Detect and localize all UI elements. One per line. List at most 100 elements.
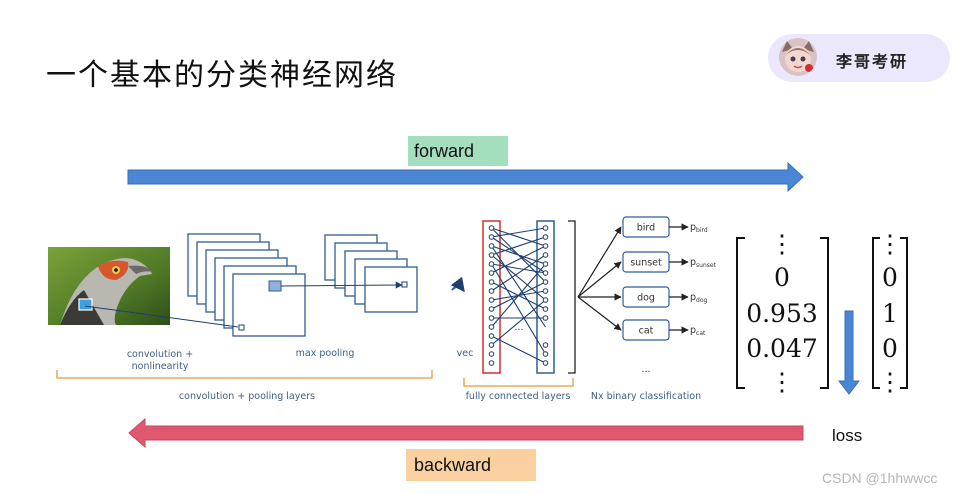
label-entry-3: 0 — [882, 334, 898, 363]
fc-neuron — [542, 225, 549, 231]
class-cat-probability: pcat — [690, 325, 706, 337]
forward-label: forward — [408, 136, 508, 166]
loss-down-arrow — [837, 310, 861, 395]
cartoon-avatar-icon — [779, 38, 817, 76]
fc-connections — [491, 227, 546, 364]
fc-neurons — [488, 225, 549, 366]
fc-neuron — [542, 261, 549, 267]
pred-entry-2: 0.953 — [746, 299, 818, 328]
fc-neuron — [542, 234, 549, 240]
fc-neuron — [542, 342, 549, 348]
fc-neuron — [542, 360, 549, 366]
class-ellipsis: ... — [641, 364, 650, 375]
label-entry-4: ⋮ — [878, 367, 903, 396]
conv-pool-group-label: convolution + pooling layers — [179, 391, 315, 402]
fc-connection-line — [491, 263, 546, 355]
conv-receptive-patch — [268, 280, 282, 292]
fc-neuron — [542, 297, 549, 303]
fc-connection-line — [491, 236, 546, 274]
class-bird-probability: pbird — [690, 222, 708, 234]
fc-output-bracket — [568, 220, 576, 374]
pred-entry-4: ⋮ — [770, 367, 795, 396]
conv-feature-maps — [187, 233, 306, 337]
fc-connection-line — [491, 335, 546, 364]
fc-neuron — [542, 351, 549, 357]
flatten-arrow-icon — [450, 276, 465, 293]
vec-neuron — [488, 243, 495, 249]
vec-neuron — [488, 234, 495, 240]
fc-connection-line — [491, 245, 546, 274]
fc-connection-line — [491, 263, 546, 328]
pool-label: max pooling — [296, 348, 355, 359]
page-title: 一个基本的分类神经网络 — [46, 58, 398, 93]
vec-neuron — [488, 279, 495, 285]
fc-connection-line — [491, 227, 546, 238]
backward-label: backward — [406, 449, 536, 481]
fc-connection-line — [491, 245, 546, 328]
class-bird-label: bird — [637, 223, 655, 234]
conv-label-line1: convolution + — [127, 349, 193, 360]
vec-neuron — [488, 324, 495, 330]
forward-arrow — [127, 161, 804, 193]
pooled-feature-maps — [324, 234, 418, 313]
vec-neuron — [488, 306, 495, 312]
pred-entry-1: 0 — [774, 263, 790, 292]
conv-output-cell — [238, 324, 245, 331]
class-dog-label: dog — [637, 293, 655, 304]
fc-connection-line — [491, 263, 546, 274]
pool-output-cell — [401, 281, 408, 288]
vec-label: vec — [457, 348, 474, 359]
fc-bracket — [463, 378, 574, 387]
pred-entry-0: ⋮ — [770, 229, 795, 258]
watermark: CSDN @1hhwwcc — [822, 470, 938, 486]
label-right-bracket — [900, 237, 908, 389]
class-bird-arrow — [577, 226, 622, 298]
author-badge: 李哥考研 — [768, 34, 950, 82]
fc-neuron — [542, 306, 549, 312]
label-entry-2: 1 — [882, 299, 898, 328]
fc-neuron — [542, 243, 549, 249]
vec-neuron — [488, 288, 495, 294]
vec-neuron — [488, 297, 495, 303]
vec-neuron — [488, 360, 495, 366]
vec-neuron — [488, 351, 495, 357]
author-name: 李哥考研 — [836, 52, 909, 71]
class-sunset-arrow — [577, 261, 622, 298]
pool-mapping-arrow — [280, 281, 403, 289]
label-entry-0: ⋮ — [878, 229, 903, 258]
fc-connection-line — [491, 227, 546, 247]
fc-neuron — [542, 315, 549, 321]
vec-neuron — [488, 225, 495, 231]
fc-connection-line — [491, 299, 546, 346]
conv-mapping-line — [84, 305, 239, 328]
pred-entry-3: 0.047 — [746, 334, 818, 363]
class-sunset-probability: psunset — [690, 257, 717, 269]
fc-label: fully connected layers — [466, 391, 571, 402]
class-cat-label: cat — [639, 326, 654, 337]
label-left-bracket — [872, 237, 880, 389]
fc-neuron — [542, 279, 549, 285]
fc-connection-line — [491, 236, 546, 256]
fc-neuron — [542, 270, 549, 276]
loss-label: loss — [832, 426, 863, 445]
pred-left-bracket — [736, 237, 745, 389]
class-sunset-label: sunset — [630, 258, 662, 269]
classification-label: Nx binary classification — [591, 391, 701, 402]
fc-ellipsis: ... — [514, 322, 523, 333]
fc-neuron — [542, 288, 549, 294]
label-vector: ⋮ 0 1 0 ⋮ — [872, 229, 908, 396]
conv-pool-bracket — [56, 370, 433, 379]
label-entry-1: 0 — [882, 263, 898, 292]
class-cat-arrow — [577, 296, 622, 331]
backward-arrow — [128, 417, 804, 449]
vec-neuron — [488, 342, 495, 348]
fc-neuron — [542, 252, 549, 258]
class-dog-probability: pdog — [690, 292, 708, 304]
pred-right-bracket — [820, 237, 829, 389]
vec-neuron — [488, 333, 495, 339]
input-bird-photo — [48, 247, 170, 325]
prediction-vector: ⋮ 0 0.953 0.047 ⋮ — [736, 229, 829, 396]
vec-neuron — [488, 270, 495, 276]
vec-neuron — [488, 315, 495, 321]
